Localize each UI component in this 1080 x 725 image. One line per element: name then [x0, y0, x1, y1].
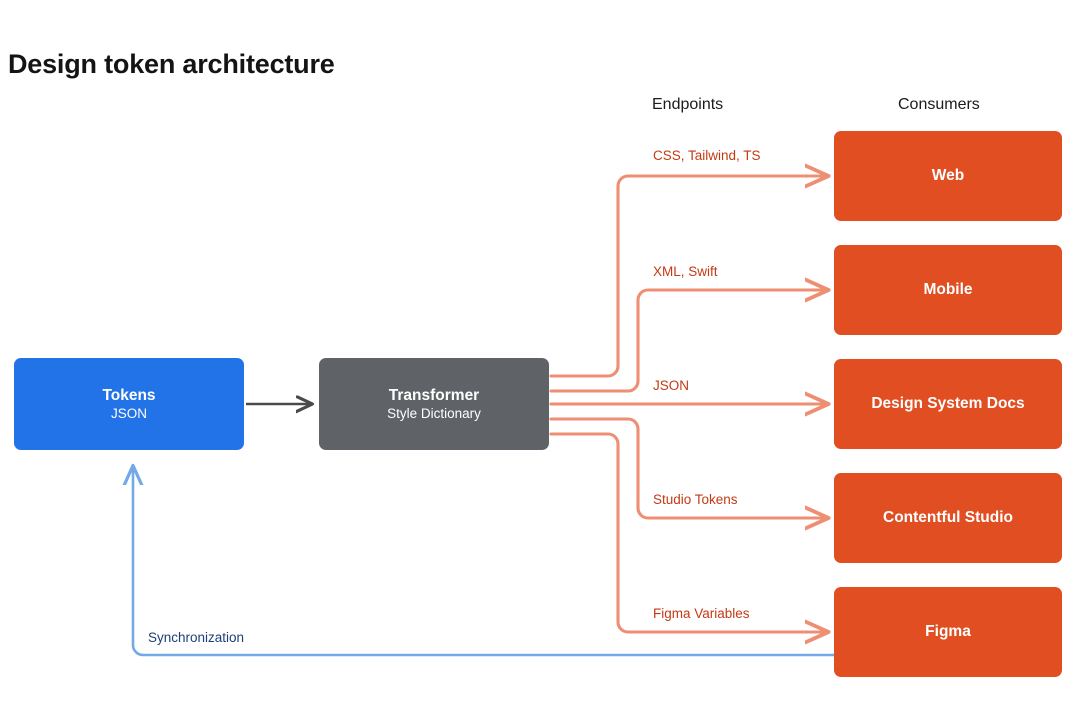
node-consumer-mobile-label: Mobile: [923, 281, 973, 299]
node-consumer-contentful-studio[interactable]: Contentful Studio: [834, 473, 1062, 563]
column-header-endpoints: Endpoints: [652, 96, 724, 113]
node-tokens[interactable]: Tokens JSON: [14, 358, 244, 450]
node-consumer-design-system-docs-label: Design System Docs: [871, 395, 1025, 413]
edge-transformer-to-mobile: [549, 290, 828, 393]
edge-label-synchronization: Synchronization: [148, 630, 245, 645]
node-consumer-figma[interactable]: Figma: [834, 587, 1062, 677]
edge-transformer-to-figma: [549, 432, 828, 632]
edge-label-studio-tokens: Studio Tokens: [653, 492, 738, 507]
node-tokens-title: Tokens: [102, 386, 156, 404]
node-transformer[interactable]: Transformer Style Dictionary: [319, 358, 549, 450]
edge-figma-to-tokens-sync: [133, 466, 838, 657]
column-header-consumers: Consumers: [898, 96, 980, 113]
node-consumer-contentful-studio-label: Contentful Studio: [883, 509, 1013, 527]
node-consumer-web[interactable]: Web: [834, 131, 1062, 221]
edge-label-css-tailwind-ts: CSS, Tailwind, TS: [653, 148, 761, 163]
node-consumer-mobile[interactable]: Mobile: [834, 245, 1062, 335]
page-title: Design token architecture: [8, 49, 335, 79]
node-consumer-web-label: Web: [931, 167, 965, 185]
node-transformer-title: Transformer: [388, 386, 480, 404]
edge-label-json: JSON: [653, 378, 690, 393]
edge-transformer-to-studio: [549, 417, 828, 518]
edge-label-xml-swift: XML, Swift: [653, 264, 718, 279]
node-consumer-figma-label: Figma: [925, 623, 971, 641]
node-consumer-design-system-docs[interactable]: Design System Docs: [834, 359, 1062, 449]
node-tokens-subtitle: JSON: [110, 405, 147, 421]
edge-transformer-to-web: [549, 176, 828, 378]
node-transformer-subtitle: Style Dictionary: [387, 405, 481, 421]
edge-label-figma-variables: Figma Variables: [653, 606, 750, 621]
